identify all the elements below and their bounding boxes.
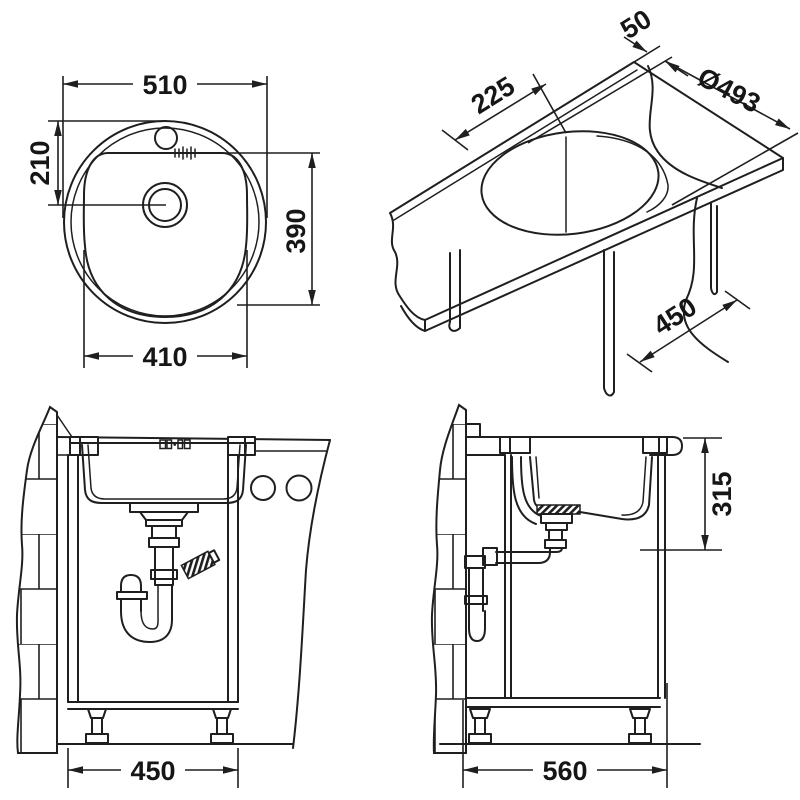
- side-section-view: 315 560: [430, 403, 737, 788]
- sink-rim-right-clip-side: [642, 436, 668, 454]
- cabinet-panel-right: [710, 202, 718, 296]
- bowl-section-inner: [87, 444, 241, 500]
- cabinet-side-bottom-shelf: [465, 697, 661, 708]
- dim-bowl-extent: 390: [222, 152, 320, 306]
- worktop-torn-left-end: [56, 414, 73, 438]
- wall-pipe-cap: [468, 610, 486, 642]
- sink-bowl-outline: [82, 152, 249, 318]
- sink-rim-left-clip-side: [499, 436, 531, 454]
- dim-410-label: 410: [142, 342, 187, 372]
- panel-hole: [250, 475, 276, 501]
- dim-450-front-label: 450: [130, 756, 175, 786]
- dim-cabinet-width: 450: [67, 748, 239, 788]
- panel-hole: [285, 474, 313, 502]
- sink-rim-right-clip: [227, 436, 256, 456]
- dim-cabinet-depth: 560: [462, 683, 668, 788]
- cabinet-side-panels: [504, 454, 666, 699]
- dim-overall-width: 510: [62, 70, 268, 218]
- worktop-top-face: [389, 61, 784, 321]
- dim-bowl-diameter: 410: [83, 250, 248, 372]
- side-panel-torn-edge: [292, 439, 331, 749]
- front-section-view: 450: [15, 405, 331, 788]
- worktop-front: [56, 436, 331, 441]
- cutout-hole-ellipse: [480, 130, 660, 236]
- top-view: 510 210 390 410: [25, 70, 320, 372]
- cutout-inner-wall: [596, 135, 669, 213]
- dim-210-label: 210: [25, 140, 55, 185]
- faucet-hole: [154, 126, 178, 150]
- sink-rim-left-clip: [69, 436, 99, 456]
- siphon-assembly: [116, 502, 221, 643]
- worktop-break-line: [647, 65, 723, 189]
- dishwasher-branch: [180, 549, 221, 580]
- cabinet-panel-middle: [603, 249, 615, 397]
- bowl-inner-side: [535, 456, 647, 516]
- brick-wall: [15, 405, 58, 754]
- worktop-back-edge-inner: [393, 69, 638, 221]
- trap-dome-cap: [120, 574, 142, 593]
- dim-315-label: 315: [707, 471, 737, 516]
- dim-560-label: 560: [542, 756, 587, 786]
- overflow-mark: [159, 439, 191, 450]
- drain-assembly-side: [464, 504, 581, 642]
- trap-u-bend: [120, 584, 173, 643]
- cabinet-front-sides: [67, 454, 239, 703]
- dim-390-label: 390: [281, 208, 311, 253]
- overflow-tick-marks: [174, 146, 196, 160]
- cabinet-panel-left: [448, 249, 461, 332]
- brick-wall-side: [430, 403, 467, 754]
- dim-510-label: 510: [142, 70, 187, 100]
- dim-faucet-offset: 210: [25, 120, 166, 206]
- dim-drain-height: 315: [640, 437, 737, 551]
